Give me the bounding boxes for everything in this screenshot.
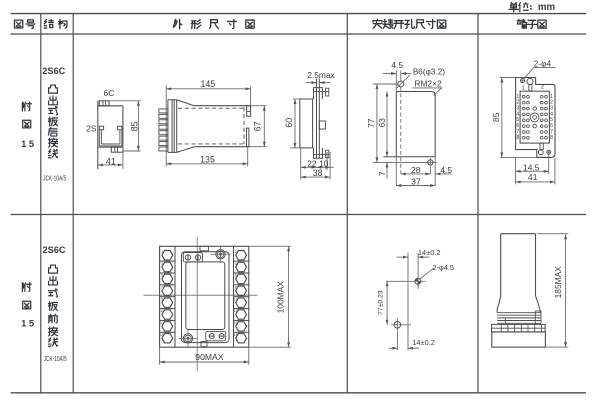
svg-text:2: 2	[516, 100, 519, 106]
svg-text:11: 11	[160, 309, 164, 313]
svg-text:JCK-10A/5: JCK-10A/5	[43, 176, 66, 183]
svg-text:7: 7	[516, 129, 519, 135]
svg-text:10: 10	[234, 297, 238, 301]
svg-text:2S: 2S	[86, 124, 97, 134]
svg-text:37: 37	[411, 177, 421, 187]
svg-text:90MAX: 90MAX	[195, 352, 223, 362]
svg-text:2-φ4.5: 2-φ4.5	[432, 263, 454, 272]
svg-text:1: 1	[550, 94, 553, 100]
svg-text:1 5: 1 5	[21, 318, 34, 329]
svg-text:RM2×2: RM2×2	[414, 78, 442, 88]
svg-text:3: 3	[516, 106, 519, 112]
svg-text:2.5max: 2.5max	[307, 70, 335, 80]
svg-text:14.5: 14.5	[523, 162, 540, 172]
svg-text:1 5: 1 5	[21, 138, 34, 149]
svg-text:1: 1	[522, 85, 525, 91]
svg-text:6: 6	[516, 123, 519, 129]
svg-text:7: 7	[550, 129, 553, 135]
svg-text:60: 60	[284, 118, 294, 128]
svg-text:1: 1	[161, 250, 163, 254]
svg-text:4.5: 4.5	[391, 60, 403, 70]
svg-text:7: 7	[377, 171, 387, 176]
svg-text:14±0.2: 14±0.2	[418, 248, 441, 257]
svg-text:8: 8	[235, 285, 237, 289]
svg-text:22: 22	[307, 159, 317, 169]
svg-text:2: 2	[541, 85, 544, 91]
svg-text:1: 1	[516, 94, 519, 100]
svg-text:6: 6	[235, 274, 237, 278]
svg-text:3: 3	[161, 262, 163, 266]
svg-text:10: 10	[319, 159, 329, 169]
svg-text:145: 145	[200, 79, 215, 89]
svg-text:2S6C: 2S6C	[43, 245, 66, 255]
svg-text:5: 5	[550, 117, 553, 123]
svg-text:85: 85	[129, 121, 139, 131]
svg-text:2: 2	[235, 250, 237, 254]
svg-text:12: 12	[234, 309, 238, 313]
svg-text:9: 9	[161, 297, 163, 301]
svg-text:63: 63	[377, 118, 387, 128]
svg-text:B6(φ3.2): B6(φ3.2)	[413, 67, 445, 76]
svg-text:2S6C: 2S6C	[42, 66, 65, 76]
svg-text:3: 3	[550, 106, 553, 112]
svg-text:185MAX: 185MAX	[553, 266, 563, 299]
svg-text:67: 67	[252, 121, 262, 131]
svg-text:28: 28	[411, 165, 421, 175]
svg-text:4: 4	[550, 111, 553, 117]
svg-text:7: 7	[161, 285, 163, 289]
svg-text:mm: mm	[538, 2, 556, 13]
svg-text:6: 6	[550, 123, 553, 129]
svg-text:41: 41	[528, 172, 538, 182]
svg-text:4: 4	[516, 111, 519, 117]
svg-text:4.5: 4.5	[440, 165, 452, 175]
svg-text:13: 13	[160, 321, 164, 325]
svg-text:JCK-10A/5: JCK-10A/5	[44, 356, 67, 363]
svg-text:2-φ4: 2-φ4	[534, 58, 552, 68]
svg-text:77±0.23: 77±0.23	[378, 290, 385, 315]
svg-text:15: 15	[160, 333, 164, 337]
svg-text:2: 2	[550, 100, 553, 106]
svg-text:5: 5	[161, 274, 163, 278]
svg-text:14±0.2: 14±0.2	[412, 338, 435, 347]
svg-text:38: 38	[313, 168, 323, 178]
svg-text:77: 77	[366, 118, 376, 128]
svg-text:5: 5	[516, 117, 519, 123]
svg-text:100MAX: 100MAX	[276, 281, 286, 314]
svg-text:8: 8	[550, 135, 553, 141]
svg-text:8: 8	[516, 135, 519, 141]
svg-text:41: 41	[106, 156, 116, 166]
svg-text:4: 4	[235, 262, 237, 266]
svg-text:16: 16	[234, 333, 238, 337]
svg-text:85: 85	[491, 112, 501, 122]
svg-text:135: 135	[200, 154, 215, 164]
svg-text:6C: 6C	[104, 88, 115, 98]
svg-text:14: 14	[234, 321, 238, 325]
